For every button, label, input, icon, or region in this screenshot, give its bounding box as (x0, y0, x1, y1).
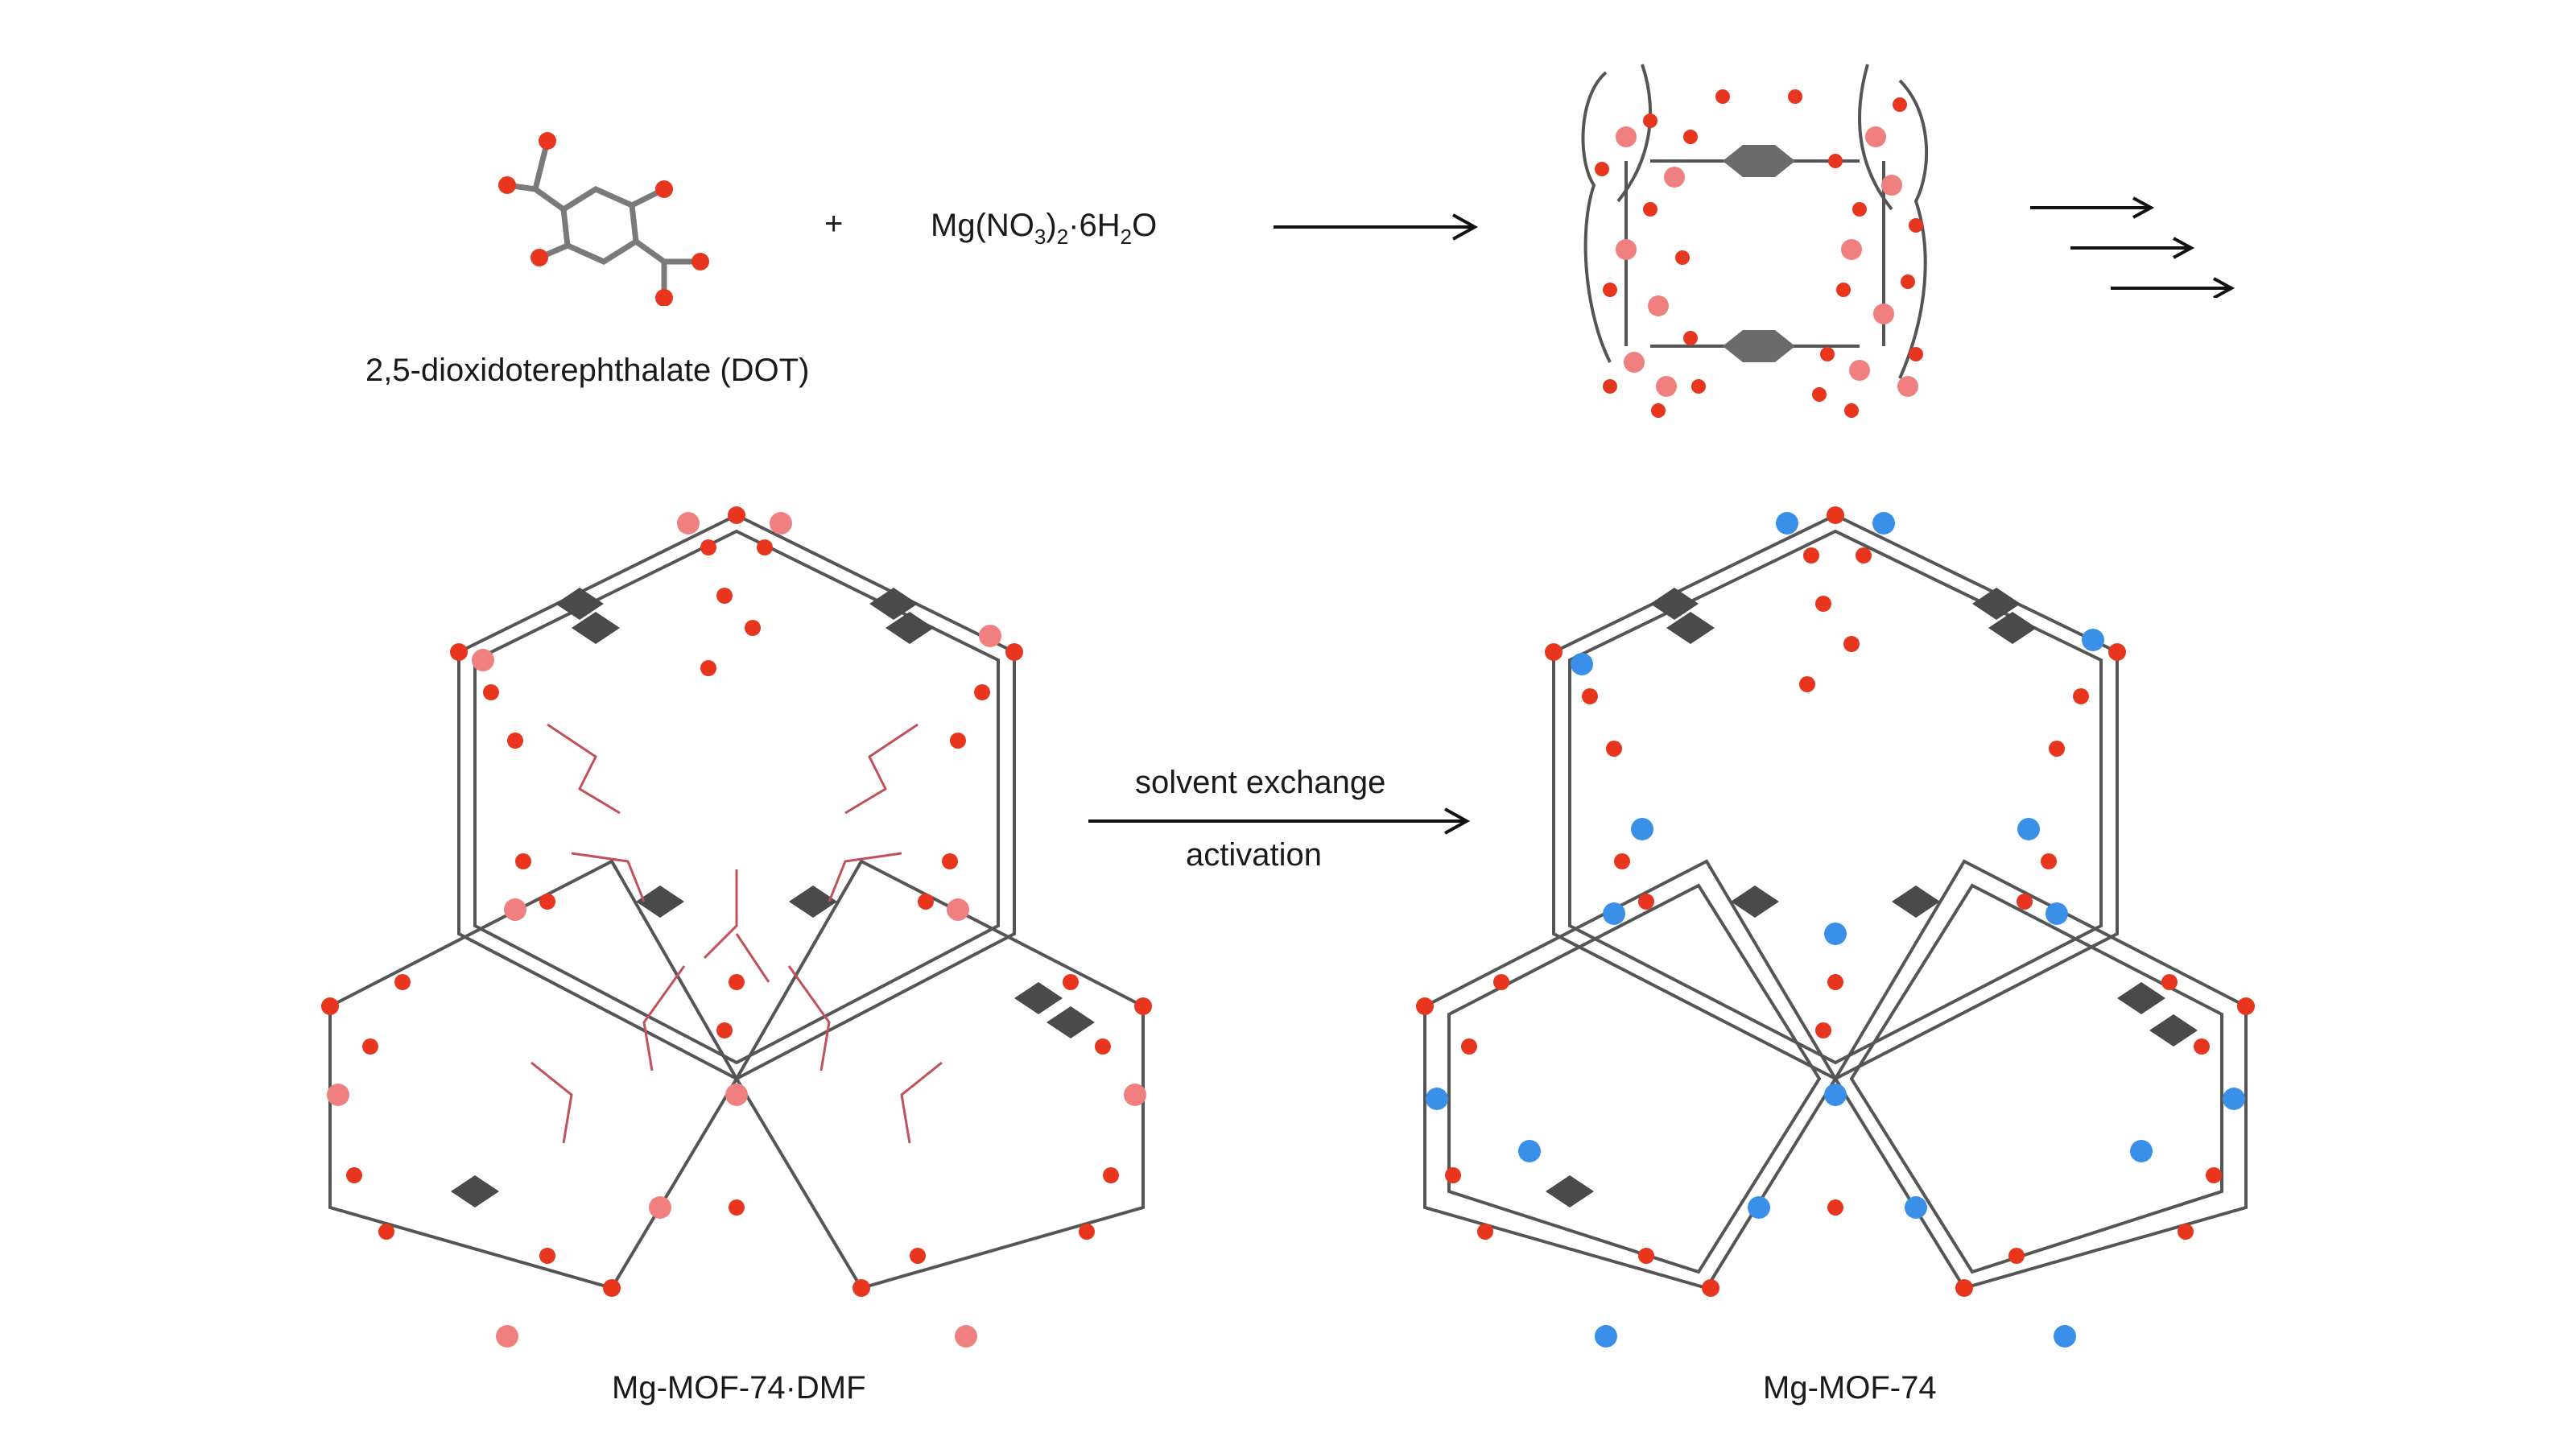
secondary-building-unit (1581, 64, 1929, 418)
ligand-label: 2,5-dioxidoterephthalate (DOT) (365, 353, 810, 388)
reaction-arrow (1274, 213, 1479, 241)
exchange-arrow (1088, 807, 1471, 835)
multi-step-arrows (2030, 196, 2235, 298)
mg-mof-74-structure (1416, 506, 2255, 1348)
exchange-step-text-bottom: activation (1186, 837, 1322, 873)
solvated-framework-label: Mg-MOF-74·DMF (612, 1370, 866, 1406)
mg-mof-74-dmf-structure (321, 506, 1152, 1348)
magnesium-salt-formula: Mg(NO3)2·6H2O (931, 208, 1158, 249)
activated-framework-label: Mg-MOF-74 (1763, 1370, 1937, 1406)
plus-sign: + (824, 206, 844, 242)
dot-ligand-structure (498, 132, 709, 306)
exchange-step-text-top: solvent exchange (1135, 765, 1386, 800)
